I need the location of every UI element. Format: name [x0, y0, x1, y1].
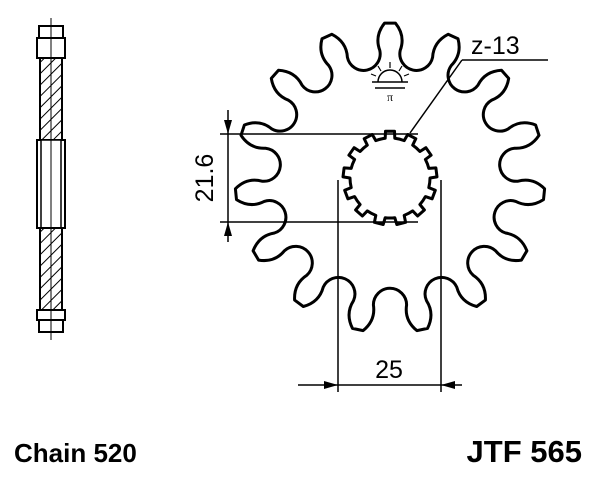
height-dimension-value: 21.6	[191, 154, 219, 203]
height-dimension: 21.6	[191, 110, 418, 242]
teeth-count-label: z-13	[471, 32, 520, 60]
spline-bore	[341, 129, 439, 226]
side-profile-view	[36, 18, 66, 340]
front-view: π z-13 21.6 25	[191, 21, 548, 392]
width-dimension: 25	[298, 180, 462, 392]
logo-symbol: π	[387, 90, 393, 104]
manufacturer-logo: π	[370, 62, 410, 104]
part-number-label: JTF 565	[466, 434, 582, 469]
chain-size-label: Chain 520	[14, 438, 137, 468]
width-dimension-value: 25	[375, 356, 403, 384]
